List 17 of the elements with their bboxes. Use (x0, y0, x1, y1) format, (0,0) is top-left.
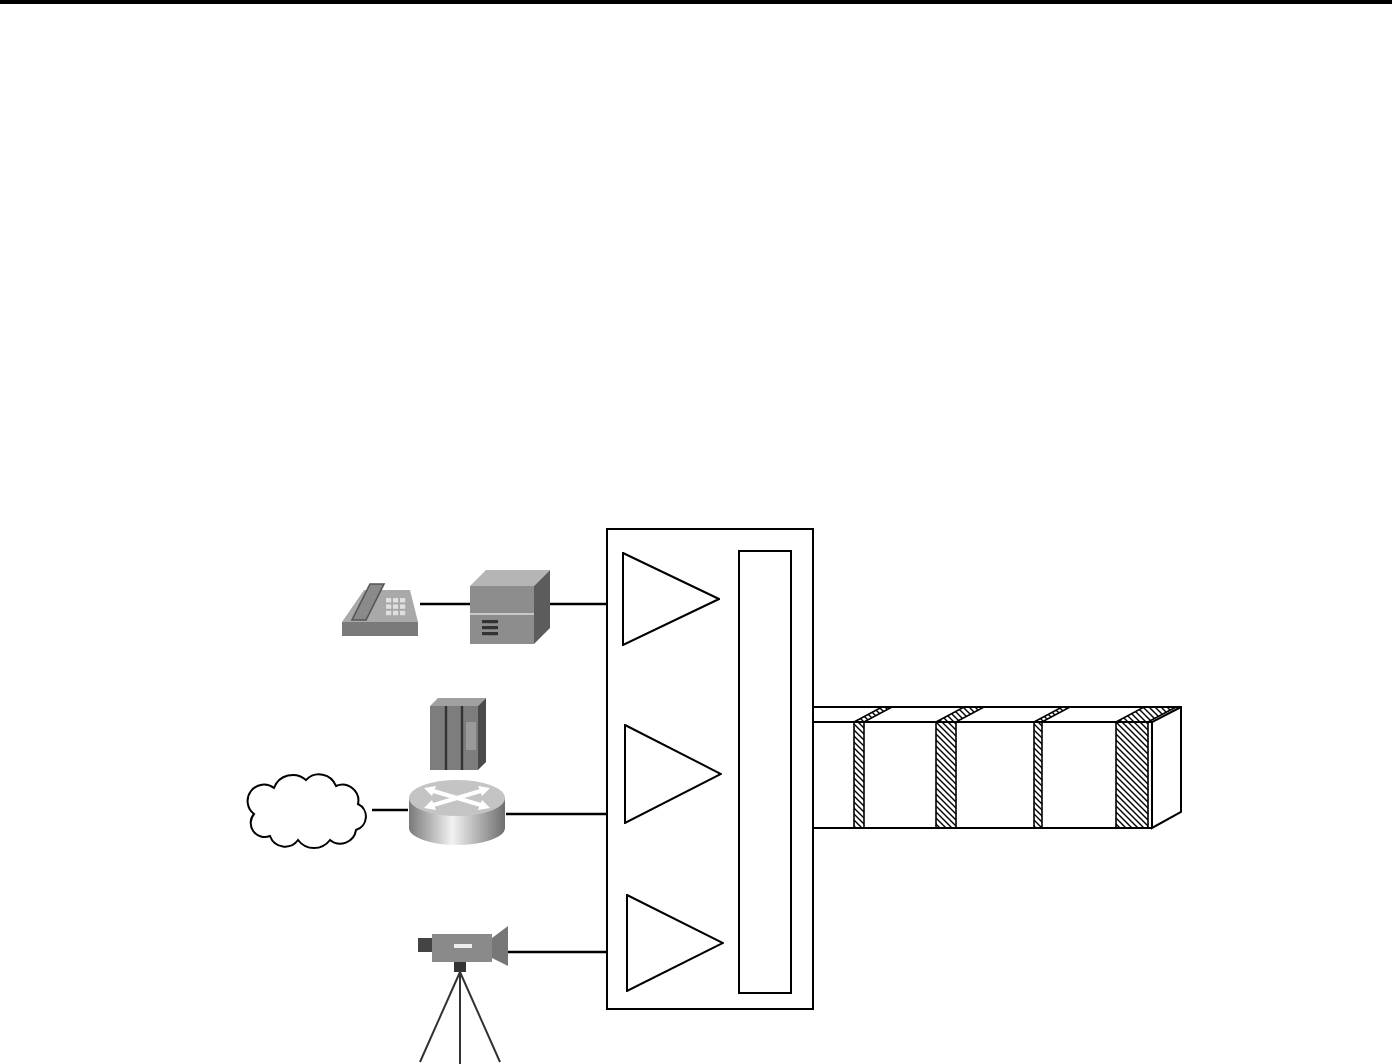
switch-box-icon (470, 570, 550, 644)
multiplexer-box (606, 528, 814, 1010)
router-icon (408, 778, 506, 846)
triangle-symbol (624, 724, 722, 824)
connector-line (508, 950, 606, 954)
cloud-shape (242, 770, 372, 850)
triangle-symbol (626, 894, 724, 992)
triangle-symbol (622, 552, 720, 646)
server-rack-icon (430, 698, 486, 770)
connector-line (420, 602, 470, 606)
telephone-icon (340, 578, 420, 638)
connector-line (372, 808, 408, 812)
connector-line (506, 812, 606, 816)
video-camera-icon (416, 926, 508, 1064)
hatched-frame-stream (812, 706, 1182, 830)
vertical-bar (738, 550, 792, 994)
connector-line (550, 602, 606, 606)
